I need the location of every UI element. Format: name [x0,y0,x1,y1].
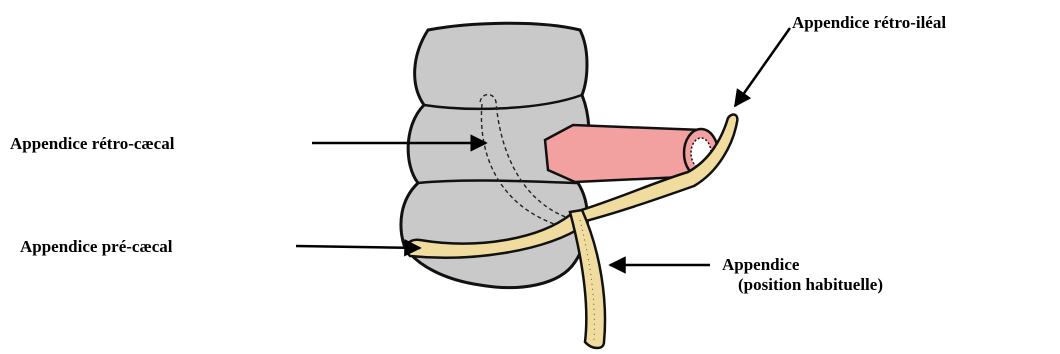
arrow-pre-caecal [296,246,420,248]
label-usual-position-line2: (position habituelle) [738,275,883,294]
label-pre-caecal: Appendice pré-cæcal [20,237,173,256]
usual-appendix [570,210,605,348]
arrow-retro-ileal [735,28,790,106]
label-retro-caecal: Appendice rétro-cæcal [10,134,175,153]
label-usual-position-line1: Appendice [722,255,800,274]
label-retro-ileal: Appendice rétro-iléal [792,13,946,32]
